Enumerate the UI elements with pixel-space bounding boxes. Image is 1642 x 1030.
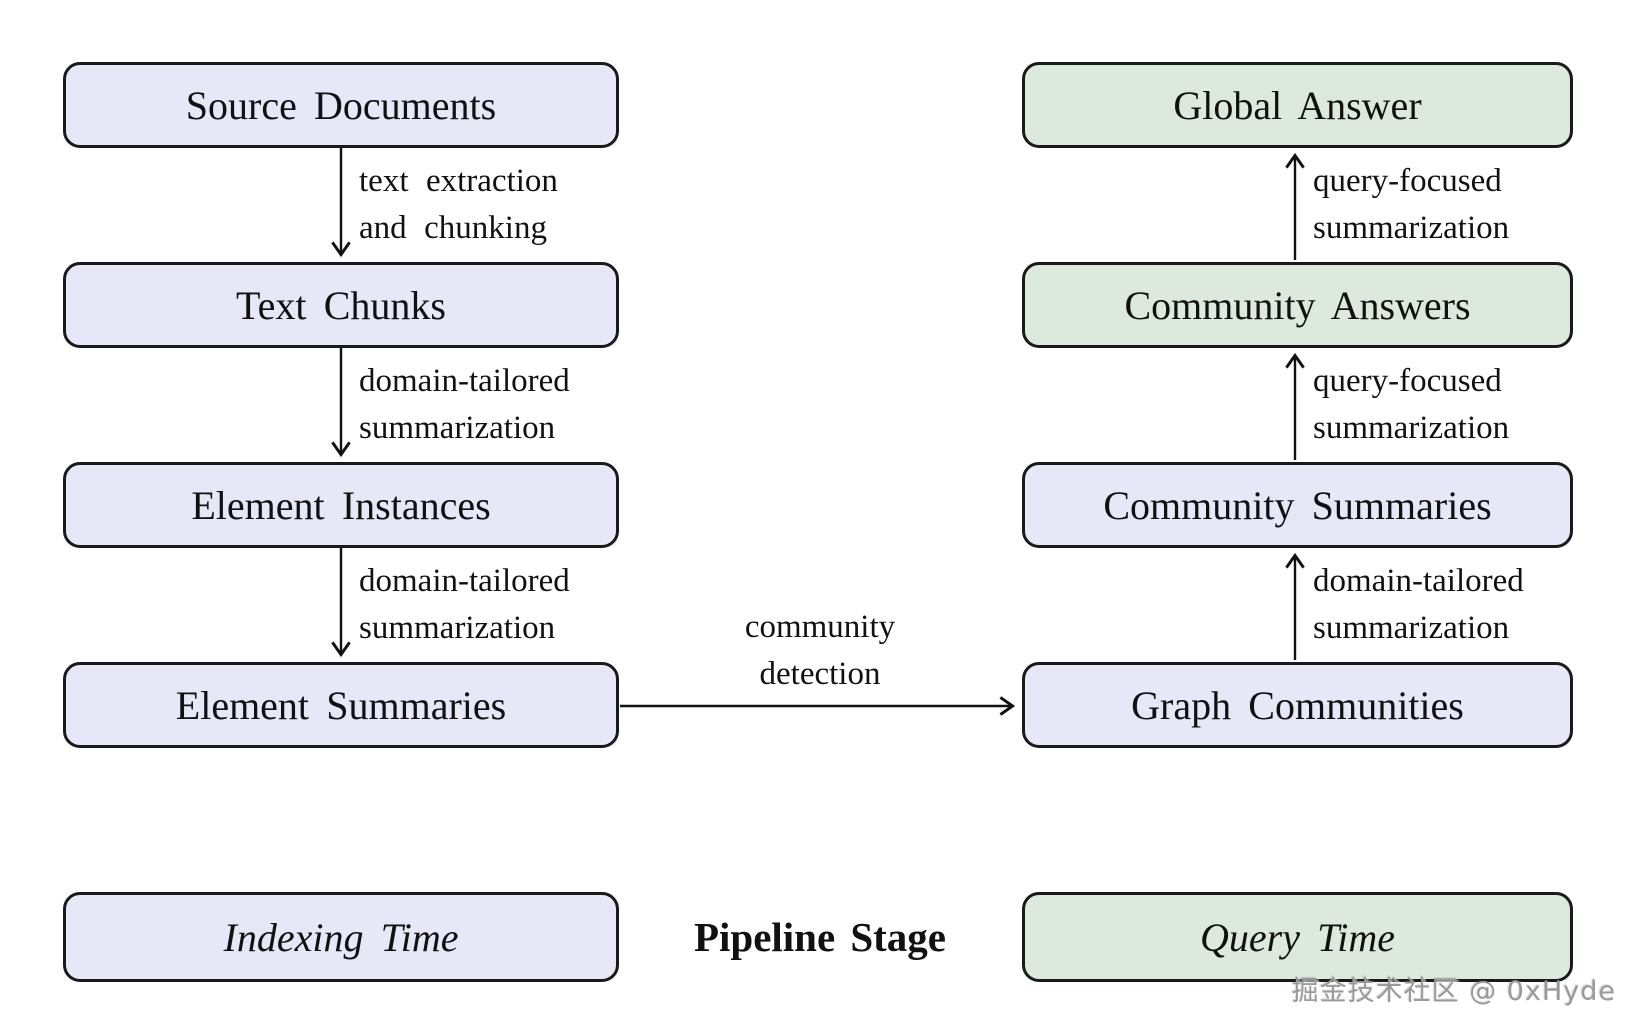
node-graph-communities: Graph Communities (1022, 662, 1573, 748)
edge-label-line: domain-tailored (359, 563, 570, 599)
node-label: Global Answer (1173, 82, 1422, 128)
edge-label-line: query-focused (1313, 363, 1502, 399)
edge-label-line: query-focused (1313, 163, 1502, 199)
node-label: Source Documents (185, 82, 497, 128)
node-label: Graph Communities (1131, 682, 1464, 728)
stage-label: Query Time (1200, 914, 1395, 960)
node-global-answer: Global Answer (1022, 62, 1573, 148)
edge-label-chunk-summarization: domain-tailored summarization (359, 358, 570, 452)
edge-label-line: summarization (359, 410, 556, 446)
edge-label-line: community (744, 609, 896, 645)
node-source-documents: Source Documents (63, 62, 619, 148)
edge-label-community-detection: community detection (620, 604, 1020, 698)
stage-query-time: Query Time (1022, 892, 1573, 982)
node-text-chunks: Text Chunks (63, 262, 619, 348)
node-label: Community Answers (1124, 282, 1471, 328)
edge-label-line: domain-tailored (359, 363, 570, 399)
edge-label-graph-summarization: domain-tailored summarization (1313, 558, 1524, 652)
edge-label-line: text extraction (359, 163, 558, 199)
edge-label-element-summarization: domain-tailored summarization (359, 558, 570, 652)
node-label: Element Instances (191, 482, 491, 528)
stage-indexing-time: Indexing Time (63, 892, 619, 982)
node-community-summaries: Community Summaries (1022, 462, 1573, 548)
edge-label-line: summarization (359, 610, 556, 646)
node-label: Community Summaries (1103, 482, 1492, 528)
edge-label-line: summarization (1313, 610, 1510, 646)
node-label: Element Summaries (175, 682, 507, 728)
stage-label: Indexing Time (223, 914, 459, 960)
edge-label-line: domain-tailored (1313, 563, 1524, 599)
edge-label-line: summarization (1313, 410, 1510, 446)
edge-label-line: detection (759, 656, 881, 692)
node-element-summaries: Element Summaries (63, 662, 619, 748)
pipeline-stage-caption: Pipeline Stage (693, 914, 947, 960)
edge-label-line: summarization (1313, 210, 1510, 246)
watermark: 掘金技术社区 @ 0xHyde (1291, 976, 1616, 1007)
node-label: Text Chunks (236, 282, 446, 328)
node-community-answers: Community Answers (1022, 262, 1573, 348)
edge-label-line: and chunking (359, 210, 547, 246)
edge-label-global-answer-summarization: query-focused summarization (1313, 158, 1509, 252)
edge-label-text-extraction: text extraction and chunking (359, 158, 558, 252)
edge-label-community-answer-summarization: query-focused summarization (1313, 358, 1509, 452)
node-element-instances: Element Instances (63, 462, 619, 548)
